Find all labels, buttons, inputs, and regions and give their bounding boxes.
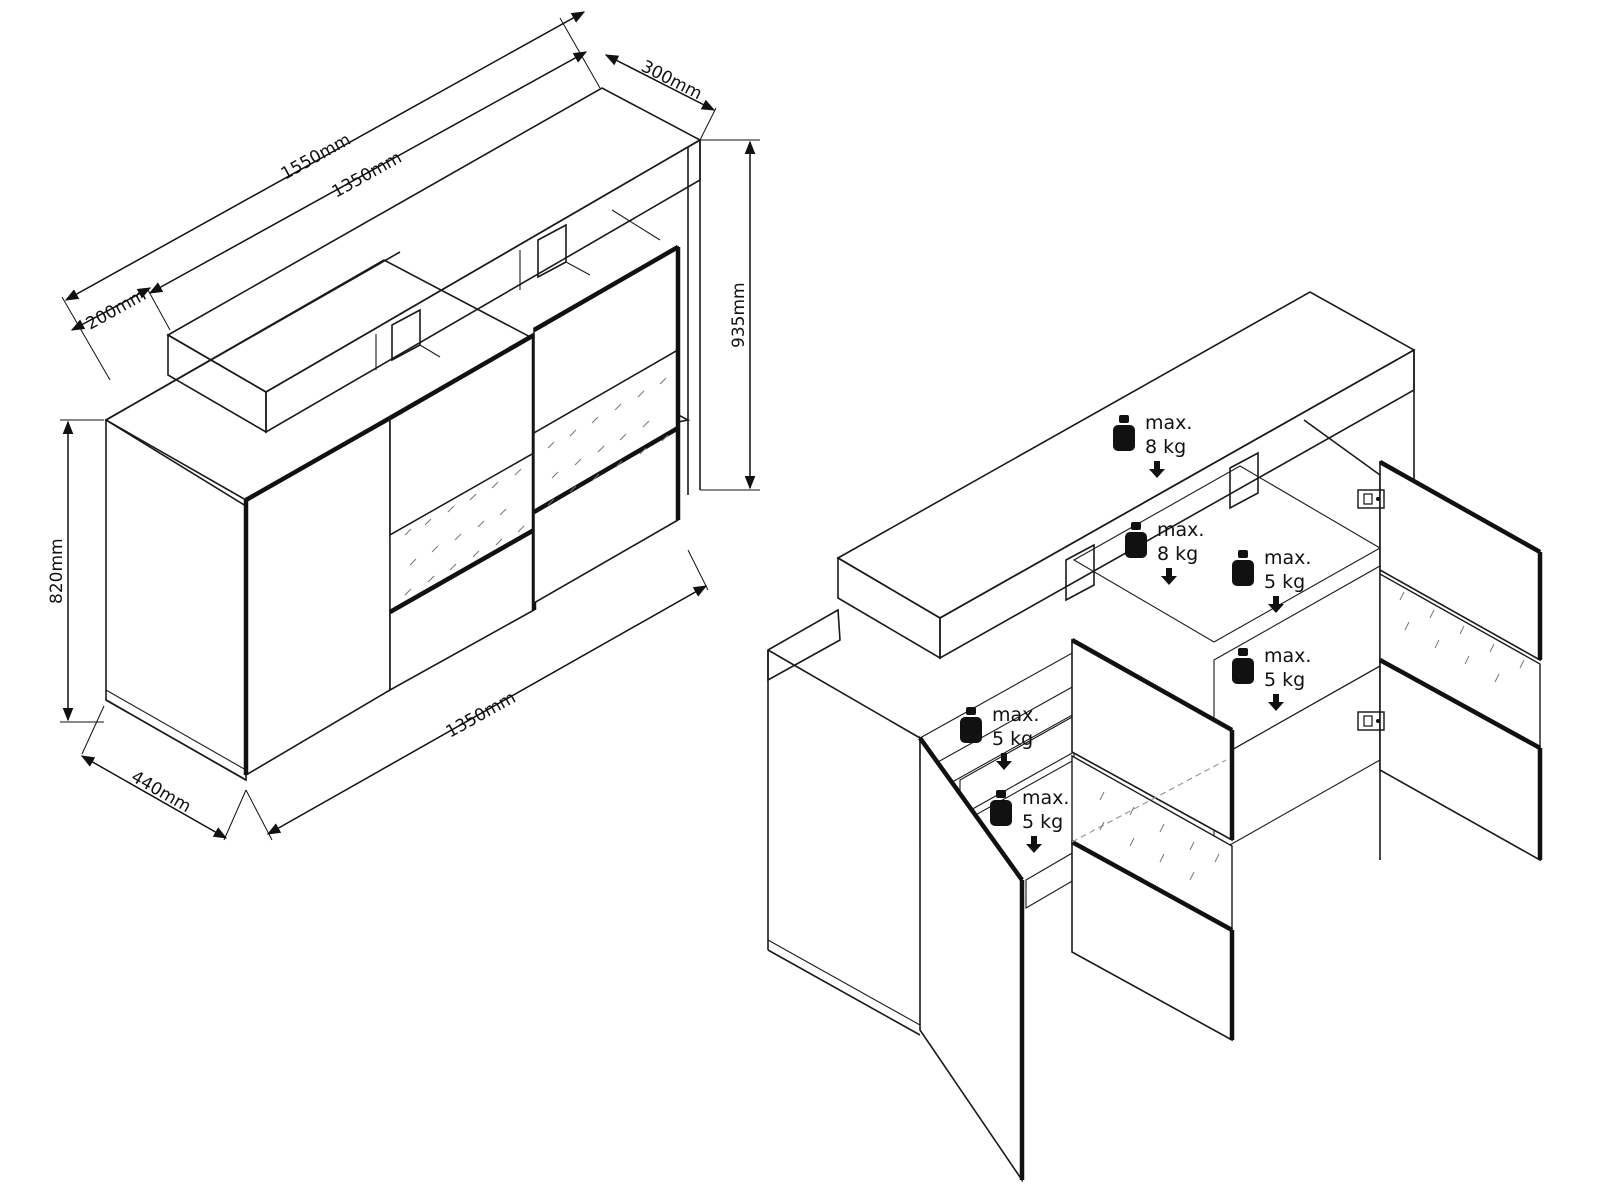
arrow-down-icon (1161, 568, 1177, 585)
hinge-icon (1357, 489, 1385, 509)
weight-icon (960, 707, 982, 743)
load-value: 8 kg (1157, 543, 1198, 565)
weight-icon (1125, 522, 1147, 558)
open-left-door (918, 735, 1025, 1183)
weight-icon (1232, 648, 1254, 684)
arrow-down-icon (1149, 461, 1165, 478)
arrow-down-icon (1268, 596, 1284, 613)
load-labels: max. 8 kg max. 8 kg max. 5 kg (960, 412, 1311, 853)
arrow-down-icon (1268, 694, 1284, 711)
dim-top-depth: 300mm (638, 57, 706, 105)
open-right-doors (1378, 460, 1543, 862)
load-label: max. 5 kg (990, 787, 1069, 853)
load-label: max. 8 kg (1113, 412, 1192, 478)
hinge-icon (1357, 711, 1385, 731)
load-label: max. 5 kg (1232, 547, 1311, 613)
dim-body-height: 820mm (47, 538, 67, 604)
load-max: max. (1022, 787, 1069, 809)
arrow-down-icon (1026, 836, 1042, 853)
open-middle-doors (1070, 638, 1235, 1042)
load-label: max. 5 kg (960, 704, 1039, 770)
right-view: max. 8 kg max. 8 kg max. 5 kg (767, 291, 1543, 1183)
load-value: 5 kg (1264, 669, 1305, 691)
load-value: 5 kg (992, 728, 1033, 750)
load-value: 5 kg (1264, 571, 1305, 593)
weight-icon (1232, 550, 1254, 586)
hinges (1357, 489, 1385, 731)
load-value: 8 kg (1145, 436, 1186, 458)
dim-total-height: 935mm (729, 282, 749, 348)
dim-body-depth: 440mm (128, 767, 195, 817)
arrow-down-icon (996, 753, 1012, 770)
dimension-lines (60, 11, 760, 841)
weight-icon (1113, 415, 1135, 451)
dim-body-width: 1350mm (443, 688, 520, 743)
dim-inner-width-top: 1350mm (329, 148, 406, 203)
load-max: max. (1264, 547, 1311, 569)
top-shelf-open (836, 291, 1416, 660)
glass-pattern-open (1099, 591, 1525, 881)
weight-icon (990, 790, 1012, 826)
load-label: max. 8 kg (1125, 519, 1204, 585)
load-max: max. (1264, 645, 1311, 667)
load-label: max. 5 kg (1232, 645, 1311, 711)
left-view: 1550mm 1350mm 200mm 300mm 935mm 820mm 44… (47, 11, 760, 841)
load-max: max. (992, 704, 1039, 726)
load-max: max. (1145, 412, 1192, 434)
load-value: 5 kg (1022, 811, 1063, 833)
dim-overhang: 200mm (83, 285, 150, 334)
load-max: max. (1157, 519, 1204, 541)
main-body (104, 245, 691, 782)
